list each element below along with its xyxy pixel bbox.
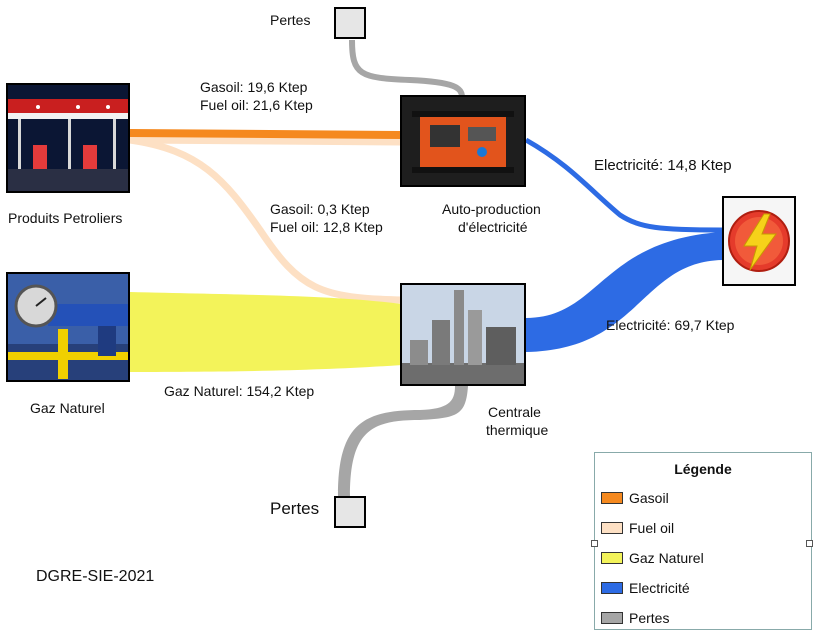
- flow-label-elec-central: Electricité: 69,7 Ktep: [606, 317, 735, 333]
- loss-box-bottom: [334, 496, 366, 528]
- legend-swatch-fueloil: [601, 522, 623, 534]
- loss-label-top: Pertes: [270, 12, 311, 28]
- legend-label-gasoil: Gasoil: [629, 490, 669, 506]
- flow-elec-central: [526, 232, 722, 352]
- flow-gasoil-auto: [129, 129, 403, 139]
- legend-label-fueloil: Fuel oil: [629, 520, 675, 536]
- flow-label-gas-central: Gaz Naturel: 154,2 Ktep: [164, 383, 315, 399]
- legend-swatch-gas: [601, 552, 623, 564]
- flow-label-fueloil-auto: Fuel oil: 21,6 Ktep: [200, 97, 313, 113]
- auto-production-label-1: Auto-production: [442, 201, 541, 217]
- flow-label-gasoil-central: Gasoil: 0,3 Ktep: [270, 201, 370, 217]
- thermal-plant-image: [400, 283, 526, 386]
- auto-production-label-2: d'électricité: [458, 219, 528, 235]
- flow-loss-top: [349, 39, 465, 98]
- resize-handle-left[interactable]: [591, 540, 598, 547]
- legend-label-gas: Gaz Naturel: [629, 550, 704, 566]
- flow-fueloil-central: [129, 136, 403, 304]
- legend-item-loss: Pertes: [601, 609, 669, 627]
- legend-item-fueloil: Fuel oil: [601, 519, 674, 537]
- legend-label-elec: Electricité: [629, 580, 690, 596]
- legend: Légende Gasoil Fuel oil Gaz Naturel Elec…: [594, 452, 812, 630]
- flow-label-fueloil-central: Fuel oil: 12,8 Ktep: [270, 219, 383, 235]
- legend-item-elec: Electricité: [601, 579, 690, 597]
- legend-item-gas: Gaz Naturel: [601, 549, 704, 567]
- legend-swatch-elec: [601, 582, 623, 594]
- flow-gas-central: [130, 292, 402, 372]
- flow-fueloil-auto: [129, 136, 403, 146]
- central-label-2: thermique: [486, 422, 549, 438]
- gas-label: Gaz Naturel: [30, 400, 105, 416]
- central-label-1: Centrale: [488, 404, 541, 420]
- legend-item-gasoil: Gasoil: [601, 489, 669, 507]
- legend-label-loss: Pertes: [629, 610, 670, 626]
- legend-swatch-gasoil: [601, 492, 623, 504]
- flow-loss-bottom: [338, 386, 468, 496]
- resize-handle-right[interactable]: [806, 540, 813, 547]
- gas-installation-image: [6, 272, 130, 382]
- loss-box-top: [334, 7, 366, 39]
- electricity-icon: [722, 196, 796, 286]
- flow-label-elec-auto: Electricité: 14,8 Ktep: [594, 157, 732, 174]
- petrol-station-image: [6, 83, 130, 193]
- flow-elec-auto: [524, 137, 723, 233]
- legend-swatch-loss: [601, 612, 623, 624]
- generator-image: [400, 95, 526, 187]
- petrol-label: Produits Petroliers: [8, 210, 123, 226]
- source-footer: DGRE-SIE-2021: [36, 568, 155, 585]
- loss-label-bottom: Pertes: [270, 499, 320, 518]
- flow-label-gasoil-auto: Gasoil: 19,6 Ktep: [200, 79, 308, 95]
- legend-title: Légende: [674, 461, 732, 477]
